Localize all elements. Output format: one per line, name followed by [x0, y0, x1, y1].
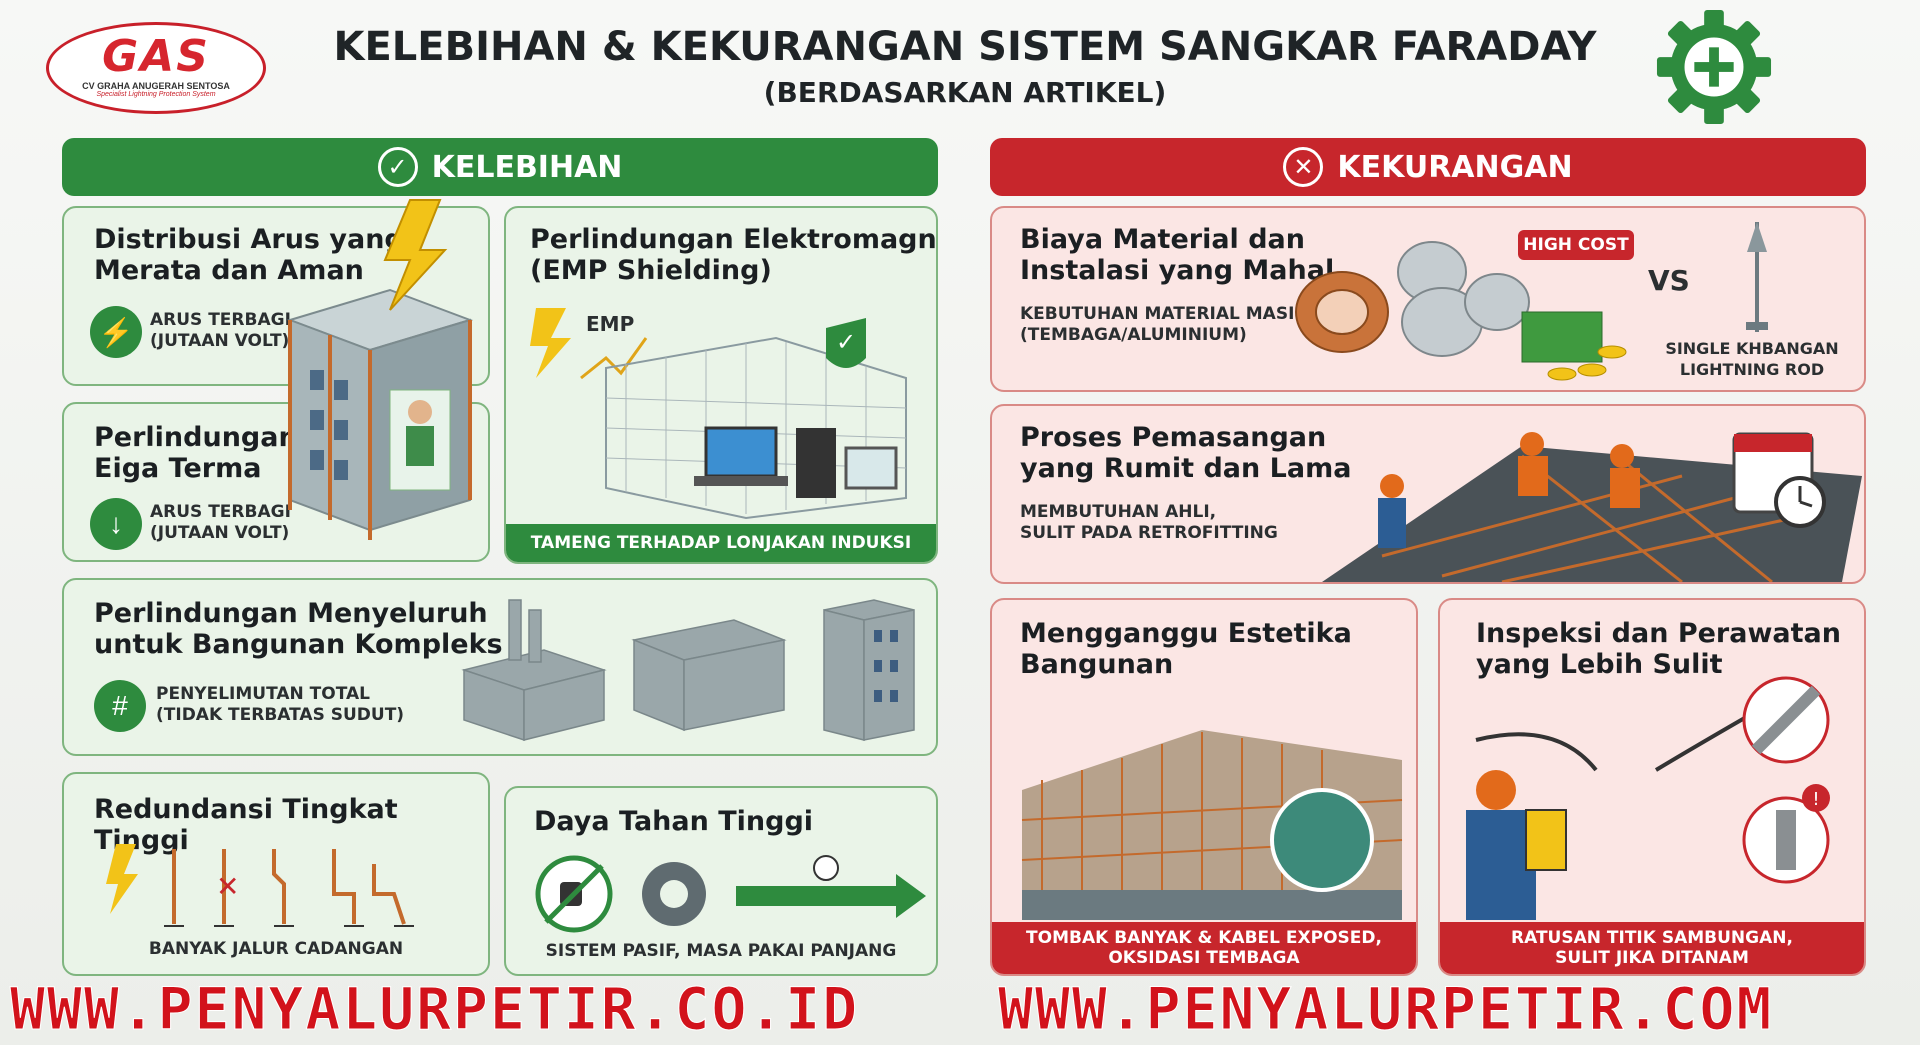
kelebihan-banner: ✓ KELEBIHAN	[62, 138, 938, 196]
lightning-icon: ⚡	[90, 306, 142, 358]
card-footer: SISTEM PASIF, MASA PAKAI PANJANG	[545, 941, 897, 961]
durability-illustration	[535, 855, 926, 933]
card-emp-shielding: Perlindungan Elektromagnetik (EMP Shield…	[504, 206, 938, 564]
materials-cost-illustration	[1295, 241, 1627, 381]
high-cost-badge: HIGH COST	[1518, 230, 1634, 260]
building-cage-illustration	[286, 199, 474, 540]
logo-tagline: Specialist Lightning Protection System	[96, 91, 216, 98]
building-aesthetic-illustration	[1021, 730, 1403, 920]
card-title: Perlindungan Elektromagnetik (EMP Shield…	[530, 224, 937, 286]
svg-text:✕: ✕	[216, 870, 239, 903]
complex-buildings-illustration	[461, 599, 915, 742]
kekurangan-banner: ✕ KEKURANGAN	[990, 138, 1866, 196]
lightning-rod-icon	[1746, 222, 1768, 332]
card-footer: BANYAK JALUR CADANGAN	[148, 939, 404, 959]
page-title: KELEBIHAN & KEKURANGAN SISTEM SANGKAR FA…	[333, 24, 1597, 70]
gear-plus-icon	[1656, 9, 1772, 125]
rod-label: SINGLE KHBANGAN LIGHTNING ROD	[1665, 339, 1839, 379]
card-estetika: Mengganggu Estetika Bangunan TOMBAK BANY…	[990, 598, 1418, 976]
vs-label: VS	[1648, 264, 1690, 297]
card-caption: ARUS TERBAGI (JUTAAN VOLT)	[150, 310, 291, 351]
card-title: Biaya Material dan Instalasi yang Mahal	[1020, 224, 1335, 286]
calendar-icon	[1732, 432, 1826, 528]
card-title: Perlindungan Eiga Terma	[94, 422, 298, 484]
card-footer: RATUSAN TITIK SAMBUNGAN, SULIT JIKA DITA…	[1440, 922, 1864, 974]
card-inspeksi: Inspeksi dan Perawatan yang Lebih Sulit …	[1438, 598, 1866, 976]
card-footer: TAMENG TERHADAP LONJAKAN INDUKSI	[506, 524, 936, 562]
card-caption: PENYELIMUTAN TOTAL (TIDAK TERBATAS SUDUT…	[156, 684, 405, 725]
kekurangan-heading: KEKURANGAN	[1337, 149, 1573, 185]
inspection-illustration: !	[1466, 676, 1830, 920]
url-right[interactable]: WWW.PENYALURPETIR.COM	[997, 975, 1774, 1044]
logo-mark: GAS	[102, 31, 210, 82]
card-title: Redundansi Tingkat Tinggi	[94, 794, 398, 856]
card-title: Perlindungan Menyeluruh untuk Bangunan K…	[94, 598, 503, 660]
installation-roof-illustration	[1322, 432, 1862, 582]
card-title: Inspeksi dan Perawatan yang Lebih Sulit	[1476, 618, 1841, 680]
logo-company: CV GRAHA ANUGERAH SENTOSA	[82, 81, 230, 91]
emp-label: EMP	[586, 312, 635, 336]
redundant-paths-illustration: ✕	[106, 844, 414, 927]
arrow-down-icon: ↓	[90, 498, 142, 550]
card-daya-tahan: Daya Tahan Tinggi SISTEM PASIF, MASA PAK…	[504, 786, 938, 976]
card-title: Proses Pemasangan yang Rumit dan Lama	[1020, 422, 1352, 484]
card-caption: ARUS TERBAGI (JUTAAN VOLT)	[150, 502, 291, 543]
url-left[interactable]: WWW.PENYALURPETIR.CO.ID	[9, 975, 860, 1044]
card-proses-pemasangan: Proses Pemasangan yang Rumit dan Lama ME…	[990, 404, 1866, 584]
kelebihan-heading: KELEBIHAN	[431, 149, 623, 185]
card-caption: MEMBUTUHAN AHLI, SULIT PADA RETROFITTING	[1020, 502, 1278, 543]
card-biaya-mahal: Biaya Material dan Instalasi yang Mahal …	[990, 206, 1866, 392]
card-title: Daya Tahan Tinggi	[534, 806, 814, 837]
x-circle-icon: ✕	[1283, 147, 1324, 187]
svg-text:!: !	[1812, 789, 1819, 810]
svg-text:✓: ✓	[836, 328, 856, 356]
check-circle-icon: ✓	[377, 147, 418, 187]
card-title: Distribusi Arus yang Merata dan Aman	[94, 224, 404, 286]
card-bangunan-kompleks: Perlindungan Menyeluruh untuk Bangunan K…	[62, 578, 938, 756]
card-title: Mengganggu Estetika Bangunan	[1020, 618, 1352, 680]
page-subtitle: (BERDASARKAN ARTIKEL)	[763, 76, 1167, 109]
gas-logo: GAS CV GRAHA ANUGERAH SENTOSA Specialist…	[46, 22, 266, 114]
card-footer: TOMBAK BANYAK & KABEL EXPOSED, OKSIDASI …	[992, 922, 1416, 974]
card-caption: KEBUTUHAN MATERIAL MASIF (TEMBAGA/ALUMIN…	[1020, 304, 1307, 345]
mesh-icon: #	[94, 680, 146, 732]
card-redundansi: Redundansi Tingkat Tinggi ✕ BANYAK JALUR…	[62, 772, 490, 976]
emp-cage-illustration: ✓	[530, 308, 907, 520]
